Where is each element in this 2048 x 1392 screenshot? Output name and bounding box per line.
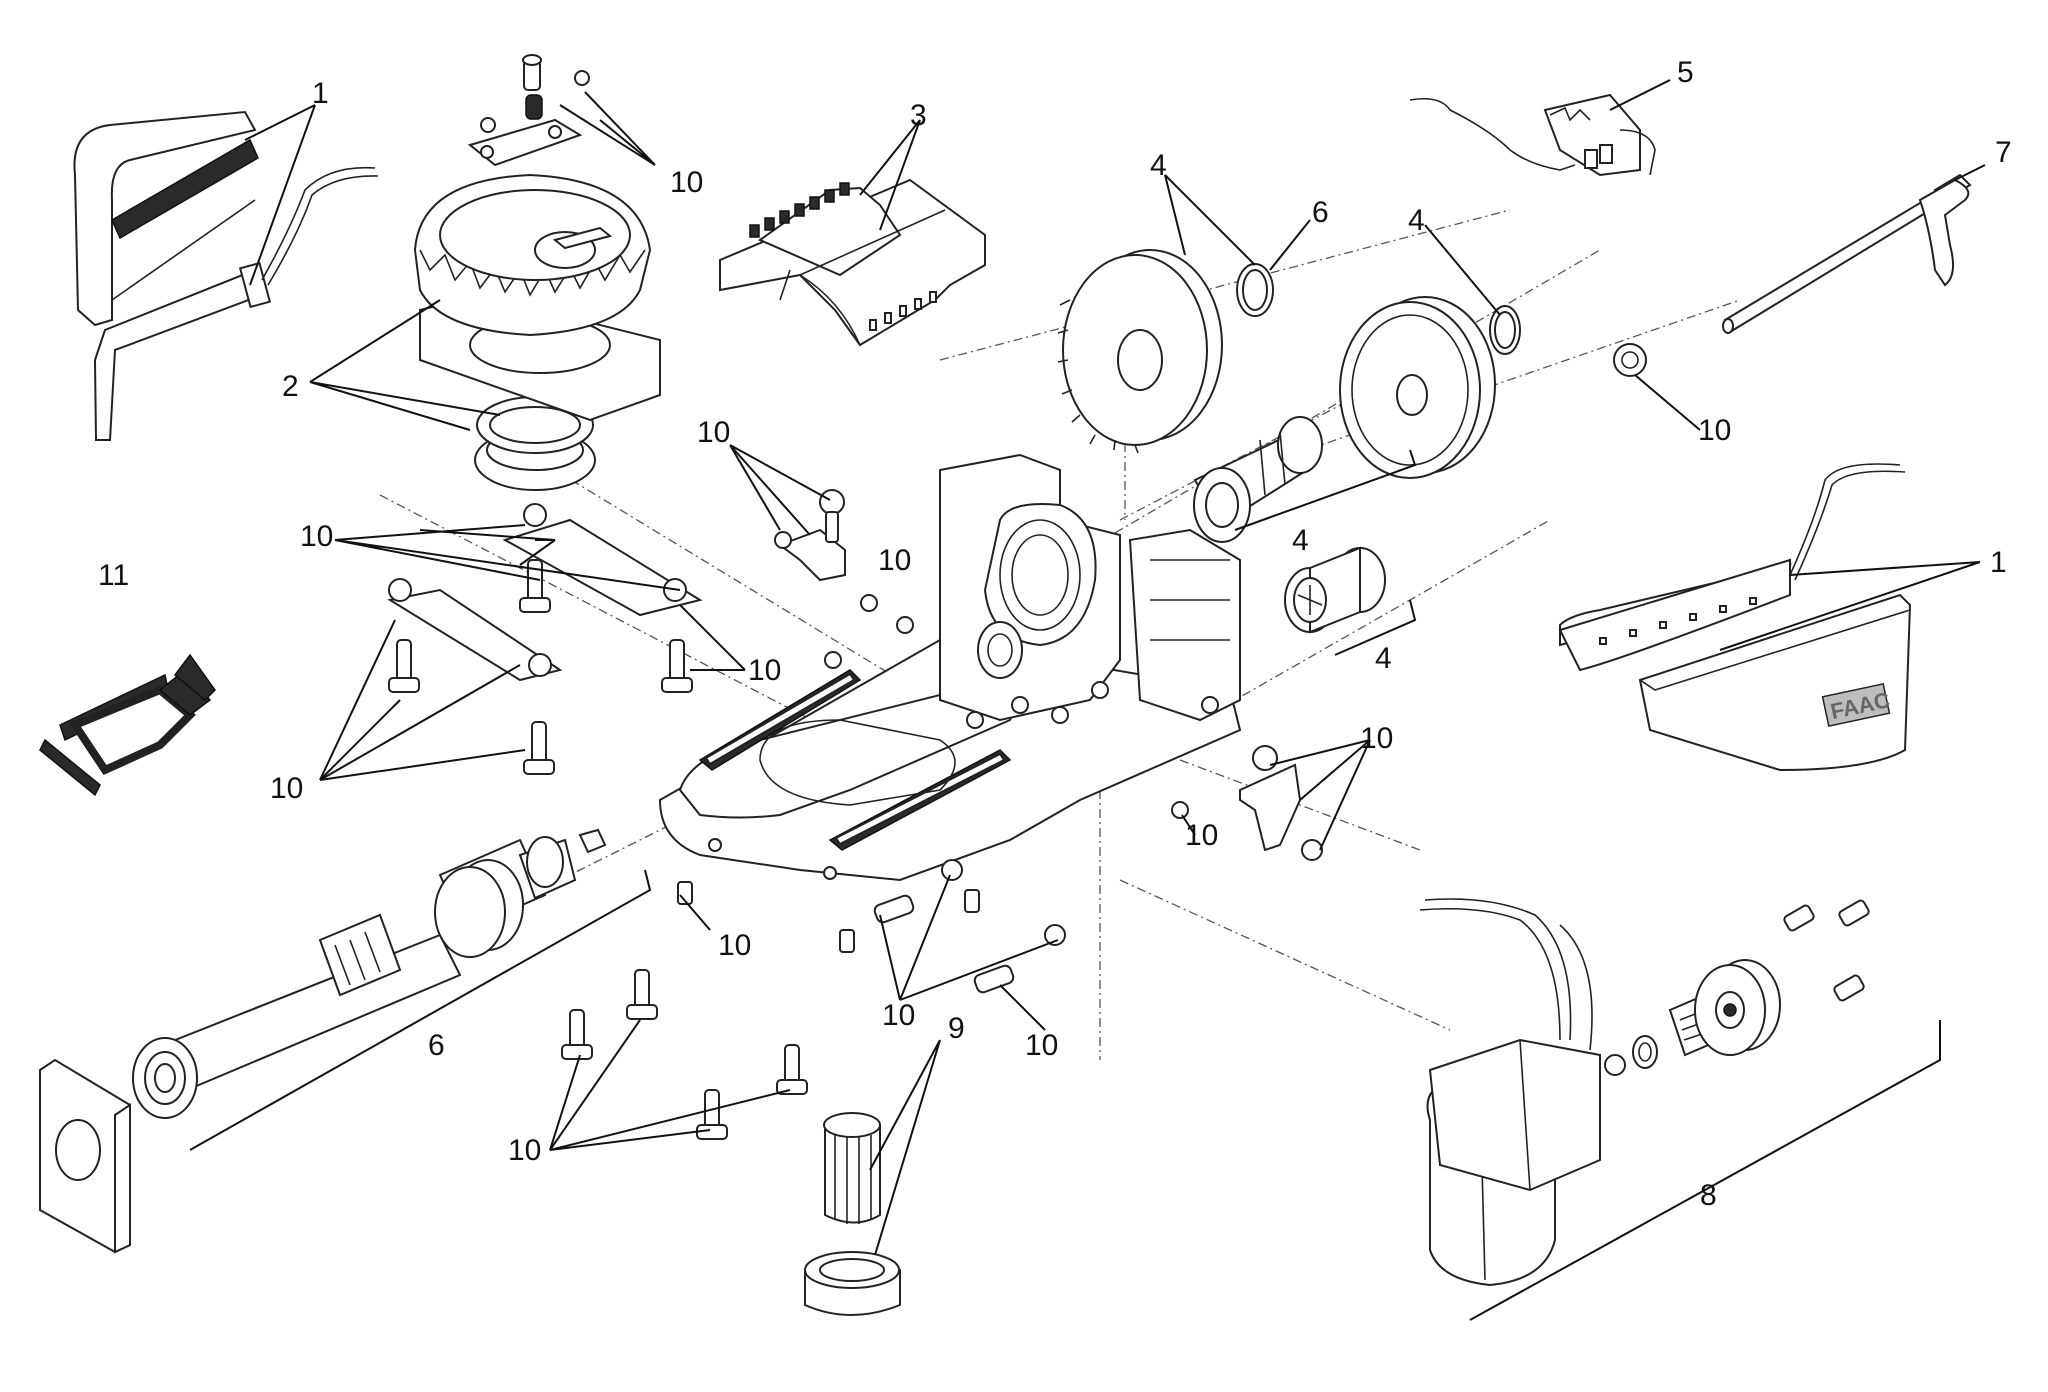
part-6-output-shaft [132, 828, 607, 1119]
screw-bracket-right [1239, 343, 1647, 861]
label-10-screws-mid: 10 [748, 654, 781, 687]
label-3: 3 [910, 99, 927, 132]
label-9: 9 [948, 1012, 965, 1045]
label-7: 7 [1995, 136, 2012, 169]
label-10-top: 10 [670, 166, 703, 199]
part-9-splined-sleeve [804, 1112, 901, 1316]
part-4-spur-gear [1057, 249, 1223, 454]
label-10-bottom-right: 10 [1025, 1029, 1058, 1062]
screws-left-group [387, 503, 703, 775]
part-4-retaining-ring [1489, 305, 1521, 355]
part-4-large-gear [1339, 296, 1496, 479]
label-11: 11 [98, 559, 129, 592]
label-10-bottom-center: 10 [882, 999, 915, 1032]
label-1-left: 1 [312, 77, 329, 110]
label-10-center: 10 [697, 416, 730, 449]
part-5-sensor [1409, 93, 1656, 177]
label-10-bottom-left: 10 [508, 1134, 541, 1167]
part-11-grease-tube [39, 653, 216, 797]
part-1-cover-left [73, 110, 379, 441]
label-8: 8 [1700, 1179, 1717, 1212]
leader-lines [244, 79, 1986, 1256]
label-4-gear: 4 [1150, 149, 1167, 182]
screw-bracket-center [774, 489, 1189, 819]
motor-screws [1783, 899, 1870, 1002]
group-brackets [189, 449, 1941, 1321]
callout-labels: 1 1 2 3 4 4 4 4 5 6 6 7 8 9 10 10 10 10 … [98, 56, 2012, 1212]
label-10-left-lower: 10 [270, 772, 303, 805]
strip-holes [1599, 597, 1757, 645]
part-8-motor [1419, 898, 1781, 1287]
part-6-circlip [1236, 263, 1274, 317]
label-4-large-gear: 4 [1408, 204, 1425, 237]
label-6-circlip: 6 [1312, 196, 1329, 229]
label-10-left-upper: 10 [300, 520, 333, 553]
part-7-release-lever [1722, 173, 1972, 334]
label-4-bearing: 4 [1292, 524, 1309, 557]
part-4-bearing-shaft [1193, 416, 1323, 543]
label-10-right-bracket: 10 [1360, 722, 1393, 755]
part-4-bearing-small [1284, 546, 1386, 634]
cable-holder-slots [869, 291, 937, 331]
main-housing [658, 453, 1242, 882]
part-1-cover-right: FAAC [1558, 463, 1912, 772]
label-10-housing: 10 [878, 544, 911, 577]
label-5: 5 [1677, 56, 1694, 89]
label-2: 2 [282, 370, 299, 403]
part-3-cable-holder [719, 178, 986, 347]
square-flange-plate [39, 1058, 131, 1254]
label-10-nut: 10 [1185, 819, 1218, 852]
bracket-top-with-screws [467, 54, 590, 167]
label-4-bearing-small: 4 [1375, 642, 1392, 675]
label-6-shaft: 6 [428, 1029, 445, 1062]
cable-holder-teeth [749, 182, 850, 238]
label-10-base: 10 [718, 929, 751, 962]
label-10-right-top: 10 [1698, 414, 1731, 447]
label-1-right: 1 [1990, 546, 2007, 579]
part-2-bevel-gear-assembly [413, 173, 661, 491]
screws-bottom-group [561, 859, 1066, 1140]
